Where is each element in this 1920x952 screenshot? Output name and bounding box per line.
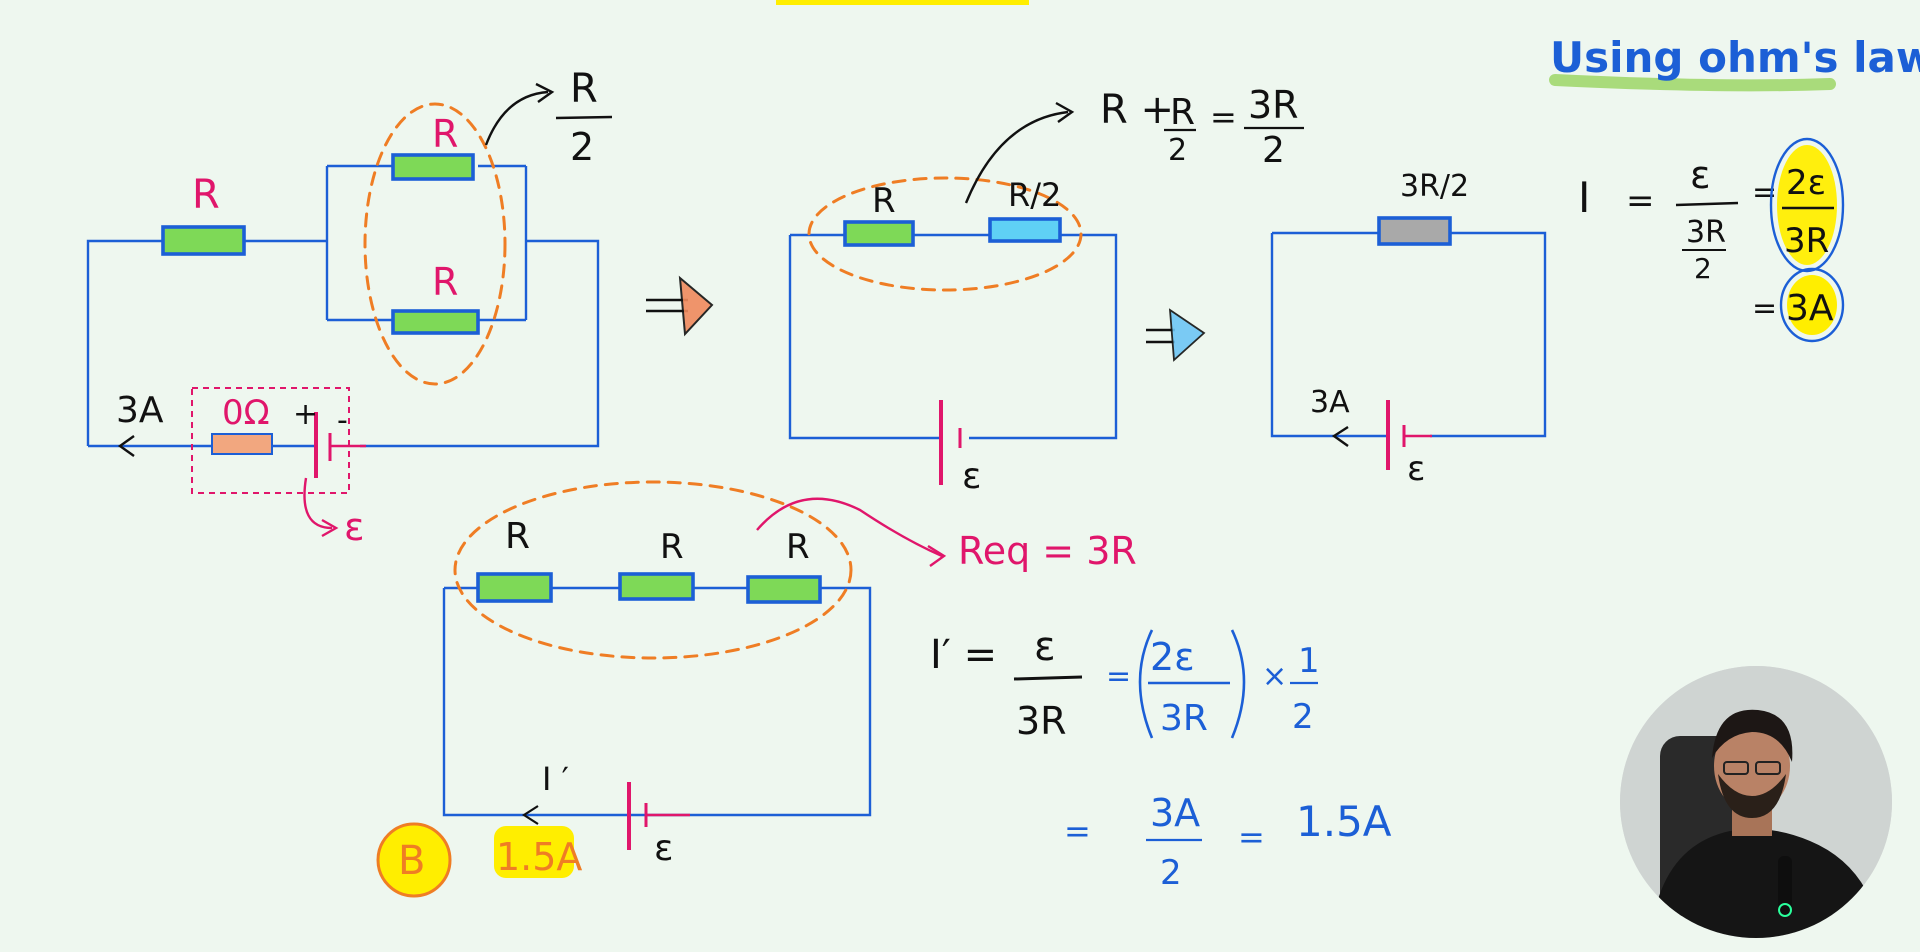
answer-3a: 3A (1786, 288, 1834, 329)
result-yellow-highlight (1777, 145, 1837, 265)
calc2-line2-eq2: = (1238, 818, 1265, 856)
current-arrow (117, 435, 135, 457)
presenter-body (1650, 828, 1882, 938)
sum-lhs: R + (1100, 87, 1174, 133)
req-label: Req = 3R (958, 529, 1137, 573)
transform-arrow-1 (646, 275, 714, 337)
presenter-beard (1718, 774, 1786, 818)
emf-arrow (303, 477, 333, 530)
emf4: ε (654, 828, 673, 869)
equiv-den: 2 (570, 125, 594, 169)
resistor-a (476, 572, 553, 603)
current3: 3A (1310, 385, 1350, 420)
current4-arrow (521, 805, 539, 825)
resistor-series-r (161, 225, 246, 256)
label-3r-over-2: 3R/2 (1400, 169, 1469, 204)
arrow-to-sum (964, 110, 1069, 204)
sum-num: 3R (1248, 83, 1299, 127)
calc-eq: = (1626, 181, 1655, 221)
calc-eq3: = (1752, 291, 1777, 326)
presenter-hair (1712, 709, 1793, 762)
label-r: R (872, 181, 896, 221)
calc2-times: × (1262, 659, 1287, 694)
calc2-paren-num: 2ε (1150, 635, 1195, 679)
label-a: R (505, 516, 530, 557)
current-calculation: I′ = ε 3R = 2ε 3R × 1 2 = 3A 2 = 1.5A (930, 624, 1392, 893)
circuit-3: 3R/2 3A ε (1270, 169, 1547, 489)
calc2-frac-den: 3R (1016, 699, 1067, 743)
resistor-c (746, 575, 822, 604)
transform-arrow-2 (1146, 308, 1206, 362)
answer-1-5a: 1.5A (496, 835, 582, 879)
resistor-b (618, 572, 695, 601)
label-parallel-bottom: R (432, 260, 458, 304)
label-r-over-2: R/2 (1008, 176, 1061, 214)
calc2-line2-num: 3A (1150, 791, 1200, 835)
result-blue-circle (1769, 137, 1845, 273)
battery-plus: + (293, 397, 318, 432)
calc-frac-num: ε (1690, 153, 1711, 197)
internal-resistance-label: 0Ω (222, 393, 270, 433)
battery-minus: - (337, 403, 348, 438)
presenter-face (1714, 720, 1790, 812)
resistor-parallel-top (391, 153, 475, 181)
parallel-group-oval (363, 102, 507, 386)
emf-label: ε (344, 505, 365, 549)
answer-highlight (494, 826, 574, 878)
arrow-to-r-over-2 (484, 90, 549, 146)
calc-inner-den: 2 (1694, 252, 1712, 285)
series-group-oval (807, 176, 1083, 292)
resistor-parallel-bottom (391, 309, 480, 335)
result-num: 2ε (1786, 163, 1826, 203)
calc2-line2-eq: = (1064, 812, 1091, 850)
circuit-1: R R R R 2 3A 0Ω + - ε (86, 66, 613, 549)
circuit-4: R R R Req = 3R I ′ ε B 1.5A (376, 480, 1137, 898)
title-group: Using ohm's law (1549, 33, 1920, 92)
calc2-lhs: I′ = (930, 632, 997, 678)
current3-arrow (1331, 425, 1349, 447)
label-parallel-top: R (432, 112, 458, 156)
sum-den: 2 (1262, 130, 1285, 171)
microphone (1778, 856, 1792, 916)
series-three-oval (453, 480, 853, 660)
label-series-r: R (192, 172, 220, 218)
presenter-webcam (1620, 666, 1892, 938)
resistor-3r-over-2 (1377, 216, 1452, 246)
equiv-num: R (570, 66, 598, 112)
resistor-internal (211, 433, 273, 455)
option-b-badge (376, 822, 452, 898)
result-den: 3R (1784, 221, 1829, 261)
label-b: R (660, 527, 684, 567)
answer-blue-circle (1779, 267, 1845, 343)
calc2-eq: = (1106, 659, 1131, 694)
sum-frac-num: R (1170, 92, 1195, 133)
calc2-half-den: 2 (1292, 697, 1314, 737)
calc-i: I (1578, 173, 1590, 222)
current-i-prime: I ′ (542, 760, 569, 798)
option-b-label: B (398, 838, 425, 884)
calc-inner-num: 3R (1686, 215, 1726, 250)
emf2: ε (962, 456, 981, 497)
sum-frac-den: 2 (1168, 133, 1187, 168)
calc2-half-num: 1 (1298, 641, 1320, 681)
title-text: Using ohm's law (1550, 33, 1920, 82)
calc2-paren-den: 3R (1160, 698, 1208, 739)
ohm-calculation: I = ε 3R 2 = 2ε 3R = 3A (1578, 137, 1845, 343)
answer-yellow-highlight (1787, 275, 1837, 335)
label-c: R (786, 527, 810, 567)
resistor-r-over-2 (988, 217, 1062, 243)
calc2-line2-den: 2 (1160, 853, 1182, 893)
calc2-line2-result: 1.5A (1296, 797, 1392, 846)
circuit-2: R R/2 ε R + R 2 = 3R 2 (788, 83, 1304, 497)
emf3: ε (1407, 449, 1425, 489)
arrow-to-req (756, 497, 943, 558)
sum-eq: = (1210, 98, 1237, 136)
top-highlight-bar (776, 0, 1029, 5)
calc2-frac-num: ε (1034, 624, 1056, 670)
internal-resistance-box (191, 387, 350, 494)
current-3a: 3A (116, 390, 164, 431)
resistor-r (843, 220, 915, 247)
